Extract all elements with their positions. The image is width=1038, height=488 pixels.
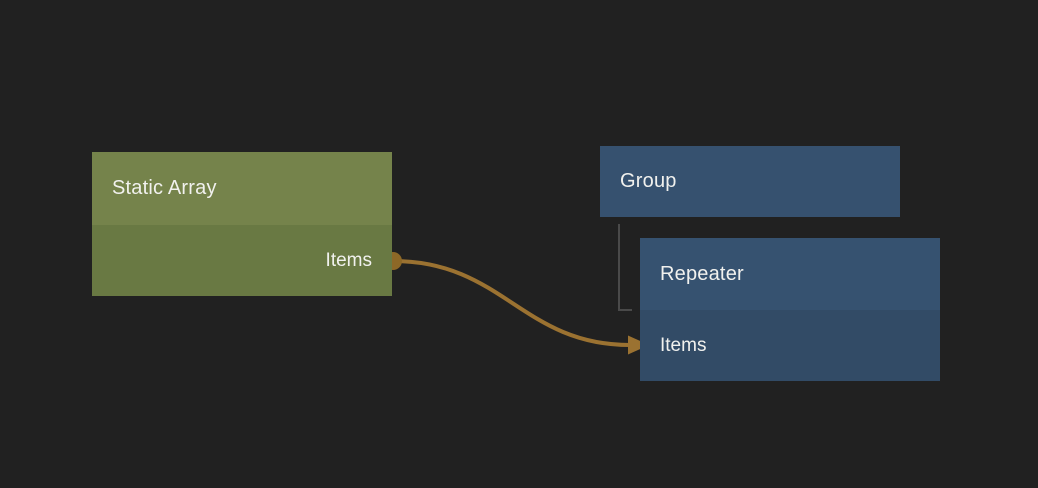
- node-repeater-title: Repeater: [660, 262, 744, 285]
- input-port-label: Items: [660, 334, 707, 356]
- node-static-array-header[interactable]: Static Array: [92, 152, 392, 225]
- node-static-array[interactable]: Static Array Items: [92, 152, 392, 296]
- node-group-header[interactable]: Group: [600, 146, 900, 217]
- group-child-connector-line: [618, 224, 632, 311]
- node-repeater-input-row[interactable]: Items: [640, 310, 940, 381]
- output-port-label: Items: [325, 249, 372, 271]
- connection-wire[interactable]: [391, 259, 632, 347]
- node-static-array-output-row[interactable]: Items: [92, 225, 392, 296]
- node-group[interactable]: Group: [600, 146, 900, 217]
- node-repeater[interactable]: Repeater Items: [640, 238, 940, 381]
- node-group-title: Group: [620, 170, 677, 192]
- node-repeater-header[interactable]: Repeater: [640, 238, 940, 310]
- node-static-array-title: Static Array: [112, 177, 217, 199]
